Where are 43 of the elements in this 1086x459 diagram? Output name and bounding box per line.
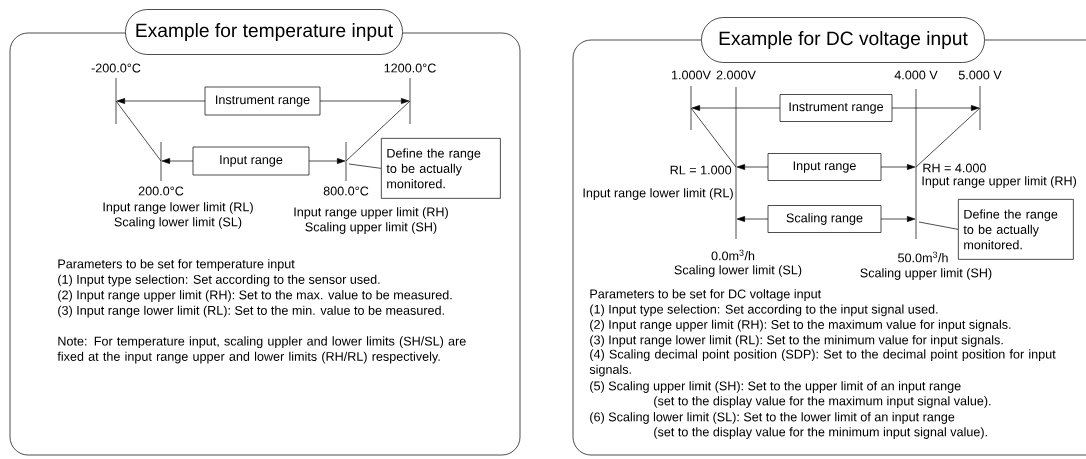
limit-label: Scaling lower limit (SL) [674, 265, 802, 277]
limit-label: Scaling lower limit (SL) [114, 217, 242, 229]
range-box: Instrument range [204, 86, 321, 116]
range-box: Input range [767, 153, 882, 181]
value-label: 2.000V [716, 70, 756, 80]
value-label: 5.000 V [958, 70, 1002, 80]
limit-label: Input range upper limit (RH) [294, 207, 448, 219]
range-box: Instrument range [779, 94, 893, 122]
range-box: Input range [192, 146, 310, 176]
value-label: 1.000V [672, 70, 711, 80]
callout-box: Define the range to be actually monitored. [958, 199, 1074, 260]
parameter-text: (1) Input type selection: Set according to the sensor used. [58, 274, 380, 287]
parameter-text: (3) Input range lower limit (RL): Set to the minimum value for input signals. [590, 335, 1003, 347]
parameter-text: (6) Scaling lower limit (SL): Set to the lower limit of an input range [590, 412, 955, 424]
value-label: 50.0m$^{3}$/h [898, 251, 948, 263]
value-label: 0.0m$^{3}$/h [711, 249, 755, 261]
limit-label: Input range upper limit (RH) [922, 176, 1076, 188]
note-text: Note: For temperature input, scaling uppler and lower limits (SH/SL) are fixed at the input range upper and lower limits (RH/RL) respectively. [57, 336, 466, 364]
limit-label: Scaling upper limit (SH) [860, 268, 992, 280]
range-box: Scaling range [767, 205, 882, 233]
value-label: 4.000 V [894, 70, 938, 80]
callout-box: Define the range to be actually monitored. [381, 138, 501, 199]
leader-line [348, 163, 382, 169]
parameter-text: (2) Input range upper limit (RH): Set to the maximum value for input signals. [590, 319, 1011, 332]
parameter-text: (2) Input range upper limit (RH): Set to the max. value to be measured. [58, 290, 452, 302]
parameter-text: (1) Input type selection: Set according to the input signal used. [590, 304, 938, 317]
limit-label: Scaling upper limit (SH) [305, 222, 437, 234]
leader-line [918, 221, 959, 230]
parameter-text: (set to the display value for the minimum input signal value). [654, 427, 987, 439]
value-label: RL = 1.000 [670, 165, 732, 175]
parameter-text: (5) Scaling upper limit (SH): Set to the upper limit of an input range [590, 381, 961, 393]
value-label: RH = 4.000 [923, 163, 986, 173]
parameter-text: Parameters to be set for temperature input [58, 259, 295, 271]
limit-label: Input range lower limit (RL) [103, 202, 253, 214]
value-label: 800.0°C [323, 186, 369, 196]
parameter-text: (set to the display value for the maximum input signal value). [654, 396, 991, 408]
value-label: 200.0°C [138, 186, 184, 196]
value-label: 1200.0°C [384, 63, 436, 73]
parameter-text: Parameters to be set for DC voltage input [590, 289, 822, 301]
parameter-text: (4) Scaling decimal point position (SDP): Set to the decimal point position for input signals. [589, 349, 1056, 377]
limit-label: Input range lower limit (RL) [583, 188, 733, 200]
parameter-text: (3) Input range lower limit (RL): Set to the min. value to be measured. [58, 305, 444, 318]
value-label: -200.0°C [91, 63, 141, 73]
